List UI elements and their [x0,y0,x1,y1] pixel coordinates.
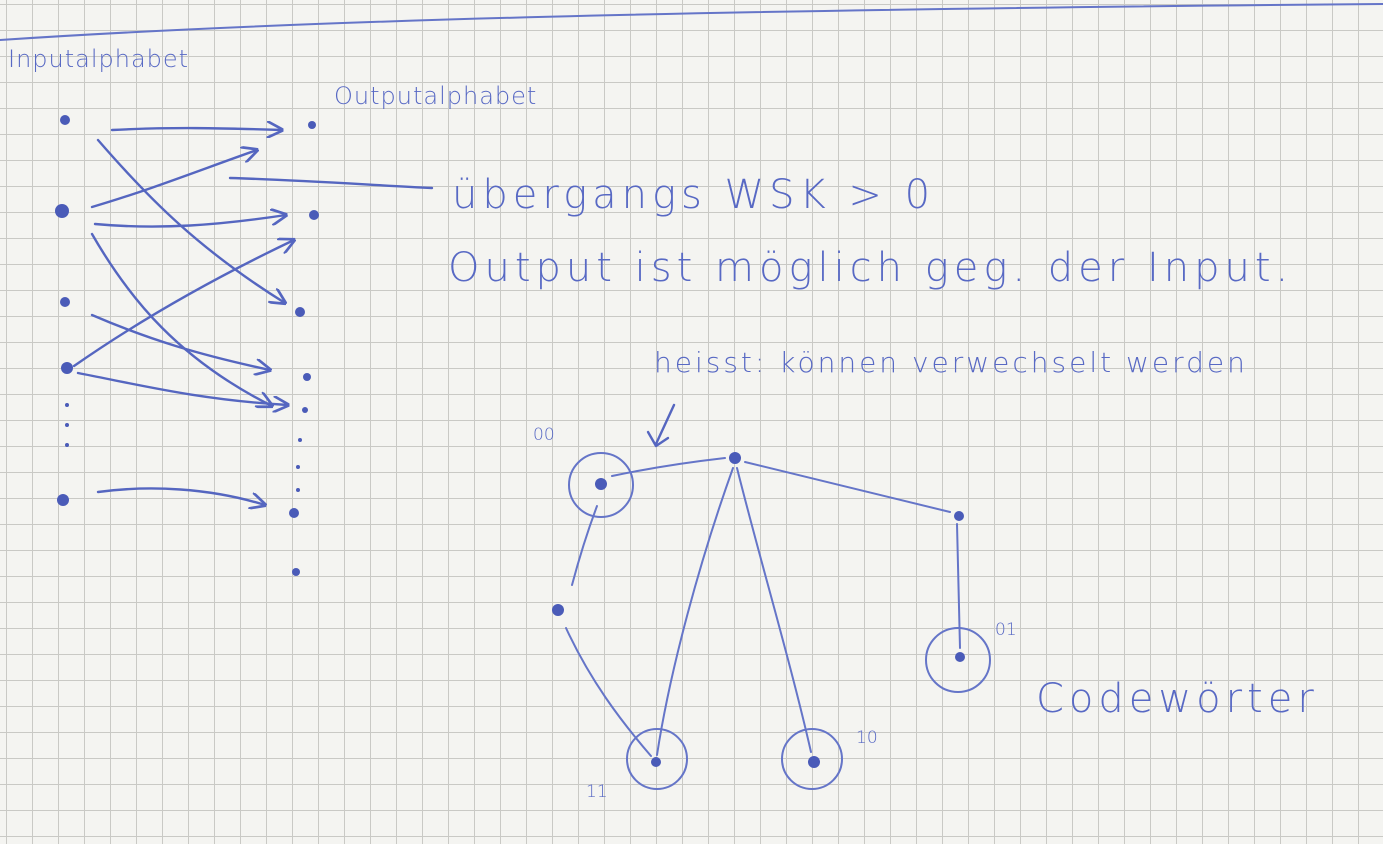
input-node [57,494,69,506]
top-ruled-line [0,3,1383,41]
output-node [309,210,319,220]
output-node-ellipsis [296,488,300,492]
code-00-label: 00 [533,425,555,445]
output-node [289,508,299,518]
output-possible-label: Output ist möglich geg. der Input. [448,245,1294,291]
edge [565,627,652,757]
code-10-label: 10 [856,728,878,748]
codeword-circle [925,627,991,693]
input-node [60,115,70,125]
node-01 [955,652,965,662]
node-11 [651,757,661,767]
code-11-label: 11 [586,782,608,802]
input-alphabet-label: Inputalphabet [8,45,190,73]
transition-arrow [93,215,286,228]
code-01-label: 01 [995,620,1017,640]
transition-arrow [96,138,285,303]
output-node [292,568,300,576]
output-node [295,307,305,317]
output-node [308,121,316,129]
meaning-label: heisst: können verwechselt werden [654,346,1248,379]
transition-arrow [90,232,272,406]
transition-probability-label: übergangs WSK > 0 [452,172,936,218]
input-node-ellipsis [65,423,69,427]
node-right [954,511,964,521]
transition-arrows [72,128,294,505]
node-00 [595,478,607,490]
leader-arrow [646,403,676,448]
edge [956,523,961,649]
node-left [552,604,564,616]
codeword-circle [568,452,634,518]
input-node-ellipsis [65,443,69,447]
input-node [55,204,69,218]
transition-arrow [72,240,294,368]
edge [744,461,951,513]
edge [656,467,734,756]
input-node [60,297,70,307]
edge [736,467,812,753]
codeword-graph [552,452,991,790]
transition-arrow [110,128,282,130]
leader-line [228,176,434,190]
transition-arrow [76,371,288,405]
edge [611,457,726,477]
transition-arrow [96,487,265,505]
codeword-circle [626,728,688,790]
input-node-ellipsis [65,403,69,407]
node-10 [808,756,820,768]
output-node [303,373,311,381]
output-alphabet-label: Outputalphabet [334,82,538,110]
edge [571,505,598,586]
input-node [61,362,73,374]
codeword-circle [781,728,843,790]
transition-arrow [90,313,270,370]
transition-arrow [90,150,257,209]
output-node [302,407,308,413]
output-node-ellipsis [298,438,302,442]
input-nodes [55,115,73,506]
codewords-label: Codewörter [1036,676,1319,722]
output-node-ellipsis [296,465,300,469]
output-nodes [289,121,319,576]
node-top [729,452,741,464]
